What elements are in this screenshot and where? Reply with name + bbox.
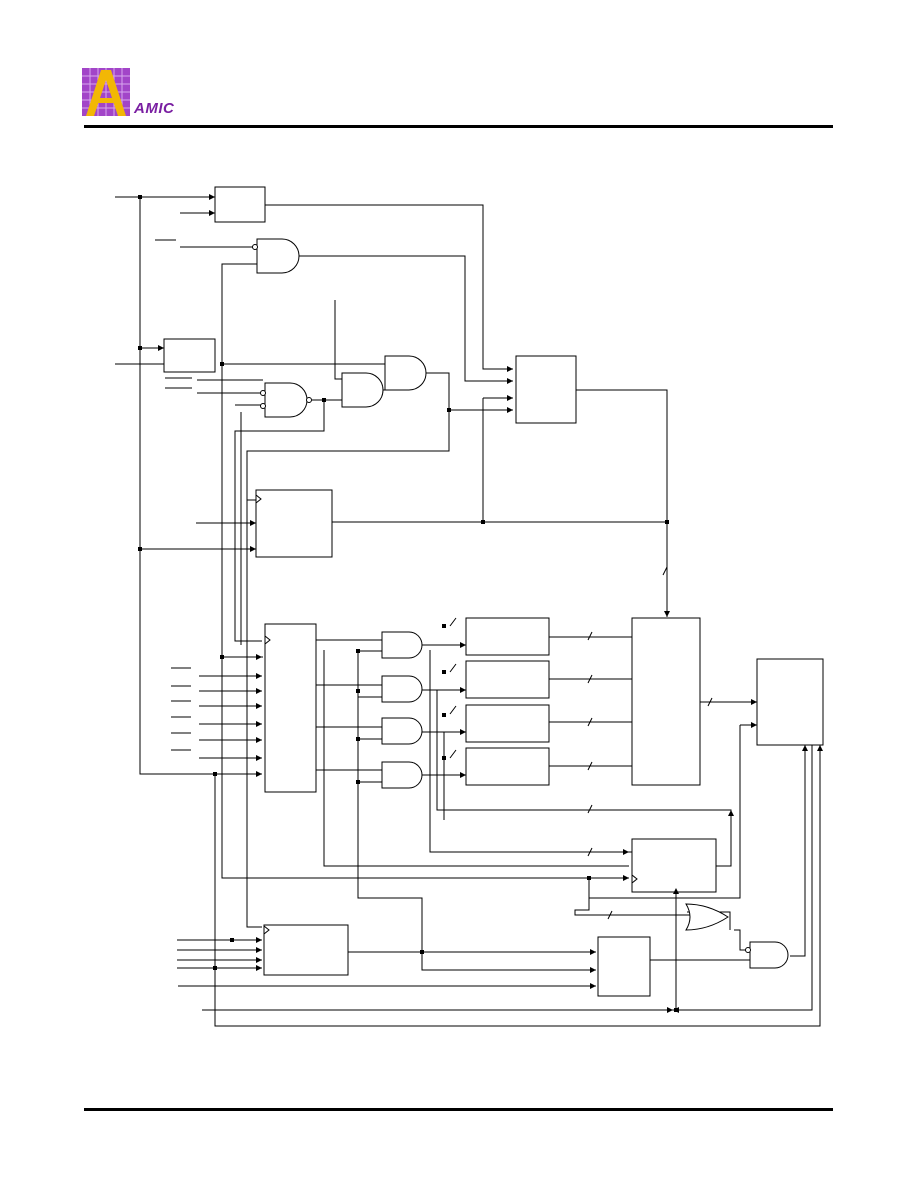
and-gate: [341, 372, 384, 408]
inverter-bubble: [252, 244, 258, 250]
inverter-bubble: [260, 390, 266, 396]
amic-logo: [82, 68, 130, 116]
inverter-bubble: [745, 947, 751, 953]
control-logic-block: [515, 355, 577, 424]
inverter-bubble: [260, 403, 266, 409]
junction-dots: [138, 195, 678, 1012]
and-gate: [256, 238, 300, 274]
footer-rule: [84, 1108, 833, 1111]
gates: [252, 238, 789, 969]
or-gate: [685, 903, 729, 931]
and-gate: [381, 631, 423, 659]
blocks: [163, 186, 824, 997]
address-register-block: [264, 623, 317, 793]
arrowheads: [158, 194, 823, 1013]
and-gate: [384, 355, 427, 391]
memory-array-block: [631, 617, 701, 786]
and-gate: [381, 717, 423, 745]
inverter-bubble: [306, 397, 312, 403]
nand-gate: [264, 382, 308, 418]
header-rule: [84, 125, 833, 128]
output-buffer-block: [756, 658, 824, 746]
status-block: [597, 936, 651, 997]
decoder-block-4: [465, 747, 550, 786]
decoder-block-2: [465, 660, 550, 699]
and-gate: [749, 941, 789, 969]
and-gate: [381, 761, 423, 789]
timer-block: [255, 489, 333, 558]
input-latch-block: [214, 186, 266, 223]
address-latch-block: [163, 338, 216, 373]
decoder-block-3: [465, 704, 550, 743]
brand-name: AMIC: [134, 100, 175, 117]
decoder-block-1: [465, 617, 550, 656]
wires: [115, 196, 821, 1027]
and-gate: [381, 675, 423, 703]
clock-markers: [255, 494, 638, 935]
mode-register-block: [263, 924, 349, 976]
data-latch-block: [631, 838, 717, 893]
